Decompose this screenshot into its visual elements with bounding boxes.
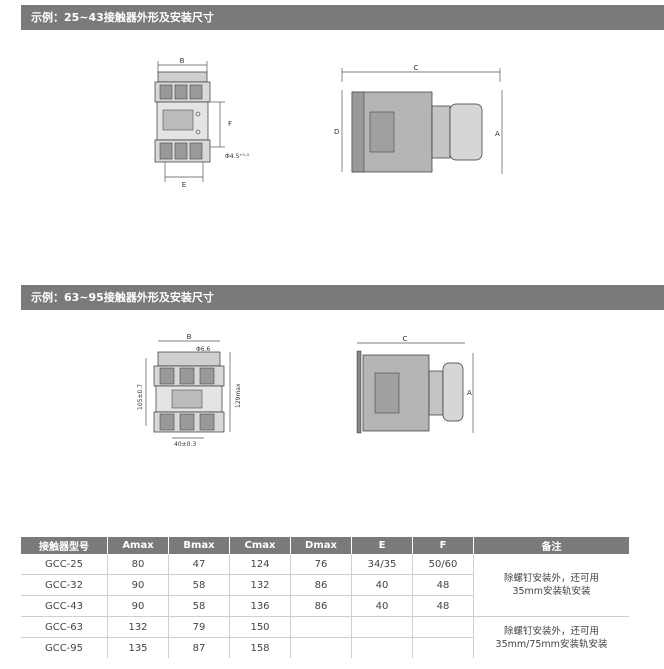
cell-amax: 90 bbox=[107, 595, 169, 617]
side1-label-a: A bbox=[495, 130, 500, 138]
side2-label-a: A bbox=[467, 389, 472, 397]
cell-cmax: 132 bbox=[229, 574, 291, 596]
cell-amax: 135 bbox=[107, 637, 169, 658]
cell-f: 50/60 bbox=[412, 554, 474, 575]
table-row: GCC-32 90 58 132 86 40 48 bbox=[21, 574, 629, 596]
cell-dmax: 86 bbox=[290, 595, 352, 617]
note2-line2: 35mm/75mm安装轨安装 bbox=[495, 638, 608, 650]
header-model: 接触器型号 bbox=[21, 537, 108, 554]
cell-e bbox=[351, 637, 413, 658]
cell-f: 48 bbox=[412, 574, 474, 596]
side1-label-c: C bbox=[414, 64, 419, 72]
contactor-25-43-side-view: C D A bbox=[334, 64, 503, 174]
section1-title: 示例：25~43接触器外形及安装尺寸 bbox=[21, 5, 664, 30]
cell-cmax: 124 bbox=[229, 554, 291, 575]
note1-line2: 35mm安装轨安装 bbox=[512, 586, 591, 597]
header-bmax: Bmax bbox=[168, 537, 230, 554]
cell-model: GCC-43 bbox=[21, 595, 108, 617]
cell-f bbox=[412, 616, 474, 638]
front2-label-hole: Φ6.6 bbox=[196, 346, 210, 353]
note1-line1: 除螺钉安装外，还可用 bbox=[503, 573, 599, 584]
cell-model: GCC-32 bbox=[21, 574, 108, 596]
cell-cmax: 158 bbox=[229, 637, 291, 658]
table-header-row: 接触器型号 Amax Bmax Cmax Dmax E F 备注 bbox=[21, 537, 629, 554]
front2-label-height: 105±0.7 bbox=[137, 384, 144, 410]
header-dmax: Dmax bbox=[290, 537, 352, 554]
cell-e bbox=[351, 616, 413, 638]
cell-f bbox=[412, 637, 474, 658]
cell-amax: 132 bbox=[107, 616, 169, 638]
front1-label-e: E bbox=[182, 181, 186, 189]
cell-bmax: 58 bbox=[168, 595, 230, 617]
cell-note-group2: 除螺钉安装外，还可用 35mm/75mm安装轨安装 bbox=[474, 617, 630, 659]
side1-label-d: D bbox=[334, 128, 339, 136]
cell-amax: 80 bbox=[107, 554, 169, 575]
front2-label-width: 40±0.3 bbox=[174, 441, 196, 448]
cell-model: GCC-63 bbox=[21, 616, 108, 638]
cell-cmax: 150 bbox=[229, 616, 291, 638]
table-row: GCC-63 132 79 150 除螺钉安装外，还可用 35mm/75mm安装… bbox=[21, 616, 629, 650]
cell-e: 34/35 bbox=[351, 554, 413, 575]
front1-label-b: B bbox=[180, 57, 185, 65]
cell-model: GCC-95 bbox=[21, 637, 108, 658]
table-row: GCC-43 90 58 136 86 40 48 bbox=[21, 595, 629, 617]
spec-table: 接触器型号 Amax Bmax Cmax Dmax E F 备注 GCC-25 … bbox=[21, 537, 629, 658]
header-amax: Amax bbox=[107, 537, 169, 554]
cell-e: 40 bbox=[351, 574, 413, 596]
cell-e: 40 bbox=[351, 595, 413, 617]
cell-bmax: 58 bbox=[168, 574, 230, 596]
cell-dmax: 86 bbox=[290, 574, 352, 596]
cell-dmax bbox=[290, 616, 352, 638]
note2-line1: 除螺钉安装外，还可用 bbox=[503, 625, 599, 637]
side2-label-c: C bbox=[403, 335, 408, 343]
front2-label-b: B bbox=[187, 333, 192, 341]
header-f: F bbox=[412, 537, 474, 554]
cell-model: GCC-25 bbox=[21, 554, 108, 575]
front1-label-f: F bbox=[228, 120, 232, 128]
table-row: GCC-25 80 47 124 76 34/35 50/60 除螺钉安装外，还… bbox=[21, 554, 629, 617]
cell-dmax: 76 bbox=[290, 554, 352, 575]
cell-cmax: 136 bbox=[229, 595, 291, 617]
cell-note-group1: 除螺钉安装外，还可用 35mm安装轨安装 bbox=[473, 554, 629, 617]
cell-dmax bbox=[290, 637, 352, 658]
cell-f: 48 bbox=[412, 595, 474, 617]
cell-bmax: 87 bbox=[168, 637, 230, 658]
cell-amax: 90 bbox=[107, 574, 169, 596]
contactor-63-95-side-view: C A bbox=[356, 335, 474, 434]
front1-label-hole: Φ4.5⁺⁰·⁵ bbox=[225, 153, 250, 160]
header-e: E bbox=[351, 537, 413, 554]
cell-bmax: 47 bbox=[168, 554, 230, 575]
header-notes: 备注 bbox=[473, 537, 629, 554]
contactor-63-95-front-view: B Φ6.6 105±0.7 129max 40±0.3 bbox=[137, 333, 242, 448]
table-row: GCC-95 135 87 158 bbox=[21, 637, 629, 658]
cell-bmax: 79 bbox=[168, 616, 230, 638]
section2-title: 示例：63~95接触器外形及安装尺寸 bbox=[21, 285, 664, 310]
front2-label-max: 129max bbox=[235, 383, 242, 408]
header-cmax: Cmax bbox=[229, 537, 291, 554]
contactor-25-43-front-view: B F Φ4.5⁺⁰·⁵ E bbox=[154, 57, 250, 189]
